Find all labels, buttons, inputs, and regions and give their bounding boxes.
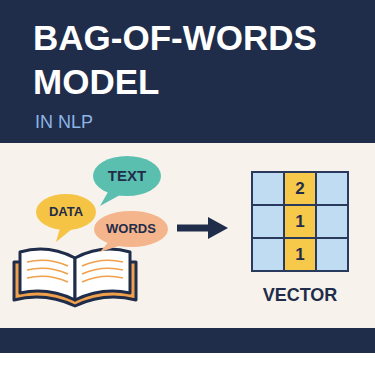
bubble-text: WORDS xyxy=(106,222,156,237)
bubble-text: DATA xyxy=(49,205,83,220)
speech-bubble: WORDS xyxy=(94,211,168,247)
bubble-body xyxy=(36,194,96,230)
speech-bubble: DATA xyxy=(36,194,96,230)
vector-grid xyxy=(252,172,348,271)
subtitle: IN NLP xyxy=(35,113,93,131)
table-cell: 1 xyxy=(295,246,304,263)
book-icon xyxy=(14,249,136,306)
arrow xyxy=(177,217,228,239)
bubble-text: TEXT xyxy=(108,167,146,184)
title: BAG-OF-WORDS MODEL xyxy=(33,16,353,104)
bubble-body xyxy=(93,156,161,196)
table-cell: 2 xyxy=(295,180,304,197)
bubble-body xyxy=(94,211,168,247)
vector-label: VECTOR xyxy=(263,286,338,304)
speech-bubble: TEXT xyxy=(93,156,161,196)
bubble-tail xyxy=(56,228,72,242)
table-cell: 1 xyxy=(295,213,304,230)
footer-bar xyxy=(0,328,375,353)
